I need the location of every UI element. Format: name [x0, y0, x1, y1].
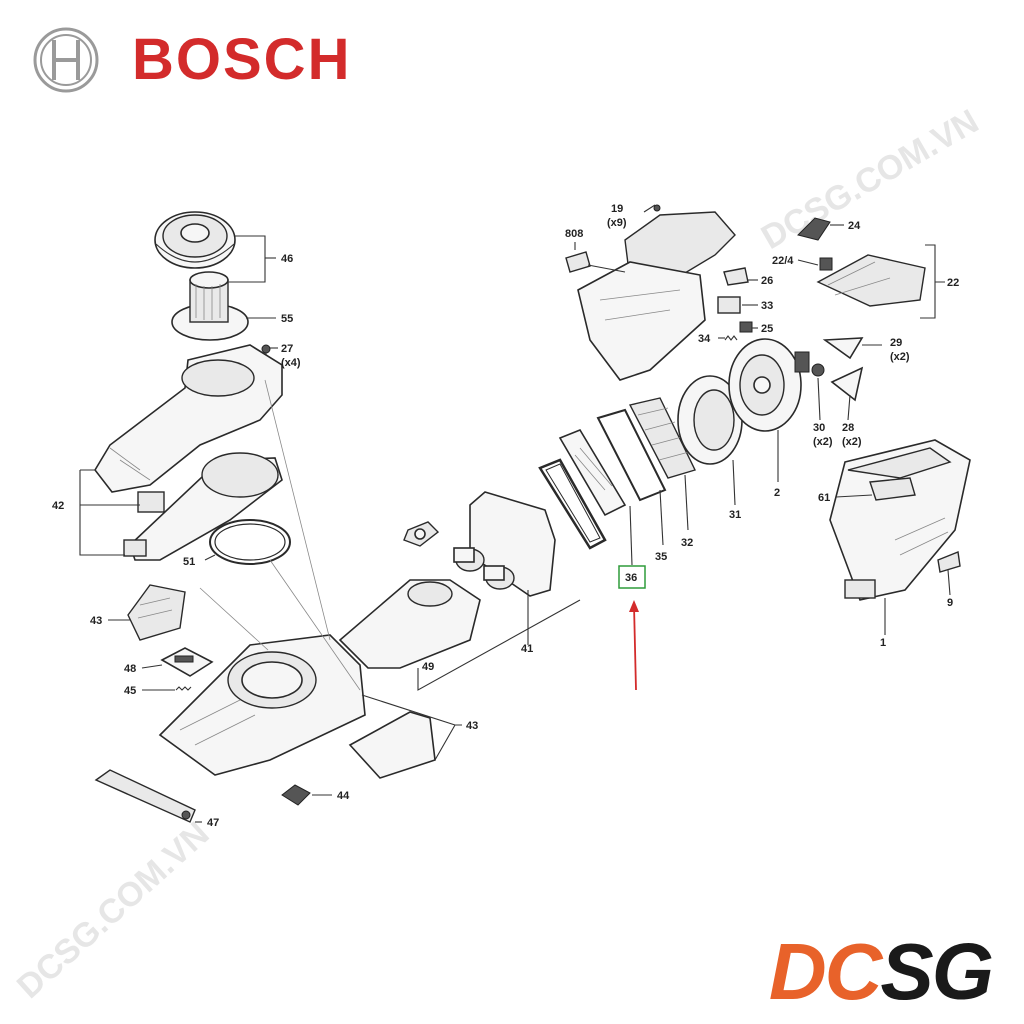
highlight-arrow-head — [629, 600, 639, 612]
callout-32: 32 — [681, 537, 693, 549]
callout-36: 36 — [625, 572, 637, 584]
part-43-cover-small — [127, 584, 186, 641]
part-49-crevice-tool — [338, 521, 481, 669]
callout-43-bottom: 43 — [466, 720, 478, 732]
callout-33: 33 — [761, 300, 773, 312]
part-47-strip — [94, 769, 196, 823]
brand-name: BOSCH — [132, 27, 352, 92]
part-9-tag — [937, 551, 961, 573]
callout-19: 19 — [611, 203, 623, 215]
part-42-lower-tube — [123, 452, 283, 561]
callout-1: 1 — [880, 637, 886, 649]
part-28-flap — [830, 366, 864, 402]
part-26-clip — [723, 267, 749, 286]
callout-808: 808 — [565, 228, 583, 240]
callout-26: 26 — [761, 275, 773, 287]
callout-25: 25 — [761, 323, 773, 335]
logo-part-sg: SG — [880, 927, 994, 1016]
watermark-text-upper: DCSG.COM.VN — [755, 102, 985, 257]
watermark-text-lower: DCSG.COM.VN — [10, 815, 217, 1006]
leader-lines — [79, 204, 951, 823]
part-upper-shell — [577, 211, 736, 381]
callout-46: 46 — [281, 253, 293, 265]
callout-29-qty: (x2) — [890, 351, 910, 363]
callout-30: 30 — [813, 422, 825, 434]
part-25-button — [739, 321, 753, 333]
part-46-cap — [154, 211, 236, 269]
brand-header: BOSCH — [32, 26, 351, 94]
part-35-pleat-frame — [596, 408, 667, 502]
callout-34: 34 — [698, 333, 711, 345]
part-51-seal-ring — [209, 519, 291, 565]
part-22-pcb — [816, 254, 926, 307]
logo-part-dc: DC — [768, 927, 883, 1016]
part-808-label — [565, 251, 591, 273]
callout-28: 28 — [842, 422, 854, 434]
part-1-main-body — [829, 439, 971, 601]
callout-27-qty: (x4) — [281, 357, 301, 369]
part-31-foam-ring — [677, 375, 743, 465]
part-29-flap — [822, 337, 864, 360]
part-48-switch — [160, 647, 214, 677]
part-nozzle-upper-housing — [94, 344, 283, 493]
callout-30-qty: (x2) — [813, 436, 833, 448]
callout-19-qty: (x9) — [607, 217, 627, 229]
callout-41: 41 — [521, 643, 533, 655]
part-32-mesh-filter — [628, 397, 696, 479]
callout-labels: 46 55 27 (x4) 42 51 43 48 45 47 44 43 49… — [52, 203, 959, 829]
callout-47: 47 — [207, 817, 219, 829]
part-19-screw — [653, 204, 661, 212]
highlight-arrow-shaft — [633, 604, 637, 691]
callout-49: 49 — [422, 661, 434, 673]
part-36-filter-frame — [558, 429, 627, 517]
highlight-box — [618, 565, 646, 589]
part-45-spring — [175, 686, 192, 691]
part-gasket-frame — [538, 458, 607, 550]
callout-48: 48 — [124, 663, 136, 675]
callout-51: 51 — [183, 556, 195, 568]
callout-43-top: 43 — [90, 615, 102, 627]
bosch-armature-icon — [33, 27, 99, 93]
part-43-nozzle — [348, 711, 436, 779]
part-33-block — [717, 296, 741, 314]
dcsg-logo: DCSG — [769, 932, 994, 1012]
callout-9: 9 — [947, 597, 953, 609]
callout-27: 27 — [281, 343, 293, 355]
callout-24: 24 — [848, 220, 861, 232]
callout-44: 44 — [337, 790, 350, 802]
part-30-nut — [811, 363, 825, 377]
callout-61: 61 — [818, 492, 830, 504]
part-24-knob — [797, 217, 831, 241]
part-41-filter-housing — [453, 491, 556, 597]
callout-2: 2 — [774, 487, 780, 499]
callout-55: 55 — [281, 313, 293, 325]
part-34-spring — [724, 335, 738, 341]
callout-28-qty: (x2) — [842, 436, 862, 448]
highlight-callout-36: 36 — [618, 565, 646, 691]
callout-29: 29 — [890, 337, 902, 349]
part-61-label — [869, 477, 916, 501]
callout-22: 22 — [947, 277, 959, 289]
part-base-housing — [158, 634, 366, 776]
part-55-filter — [171, 271, 249, 341]
part-44-latch — [281, 784, 311, 806]
callout-31: 31 — [729, 509, 741, 521]
callout-45: 45 — [124, 685, 136, 697]
callout-35: 35 — [655, 551, 667, 563]
callout-42: 42 — [52, 500, 64, 512]
part-2-motor — [728, 338, 810, 432]
callout-22-4: 22/4 — [772, 255, 794, 267]
